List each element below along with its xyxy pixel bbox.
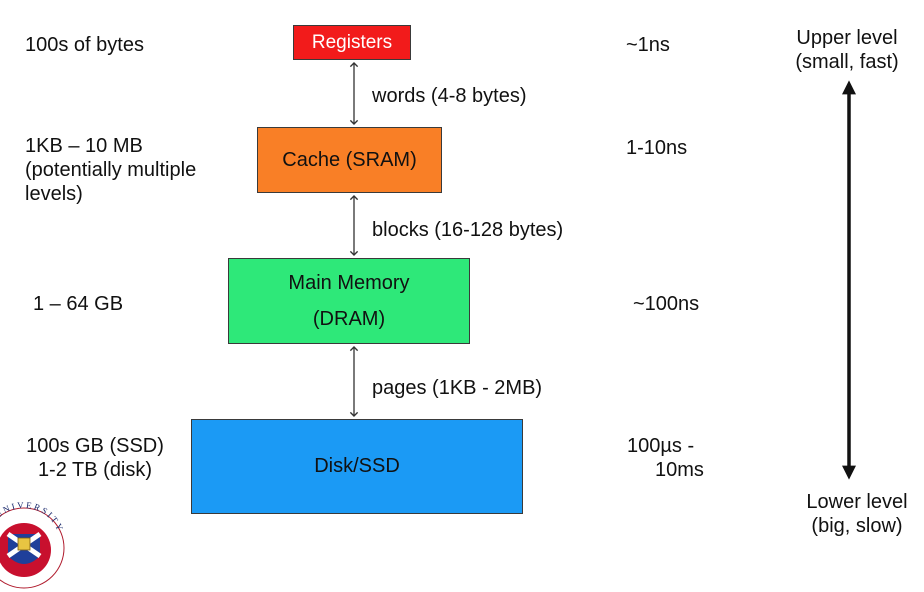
- size-cache-line3: levels): [25, 183, 83, 205]
- size-disk-line1: 100s GB (SSD): [26, 435, 164, 457]
- transfer-label-blocks: blocks (16-128 bytes): [372, 219, 564, 241]
- size-cache-line2: (potentially multiple: [25, 159, 197, 181]
- transfer-label-pages: pages (1KB - 2MB): [372, 377, 543, 399]
- registers-box: Registers: [293, 25, 411, 60]
- disk-label: Disk/SSD: [314, 455, 400, 477]
- cache-box: Cache (SRAM): [257, 127, 442, 193]
- main-memory-box: Main Memory (DRAM): [228, 258, 470, 344]
- scale-bottom-line1: Lower level: [806, 491, 908, 513]
- size-main-memory: 1 – 64 GB: [33, 293, 124, 315]
- cache-label: Cache (SRAM): [282, 148, 417, 171]
- latency-disk-line1: 100µs -: [627, 435, 695, 457]
- latency-registers: ~1ns: [626, 34, 670, 56]
- main-memory-label-line2: (DRAM): [312, 307, 386, 330]
- scale-bottom-line2: (big, slow): [811, 515, 903, 537]
- main-memory-label-line1: Main Memory: [288, 271, 410, 294]
- disk-box: Disk/SSD: [191, 419, 523, 514]
- registers-label: Registers: [311, 31, 393, 53]
- university-crest-logo: THE UNIVERSITY: [0, 500, 65, 589]
- size-cache-line1: 1KB – 10 MB: [25, 135, 143, 157]
- latency-cache: 1-10ns: [626, 137, 688, 159]
- latency-main-memory: ~100ns: [633, 293, 700, 315]
- latency-disk-line2: 10ms: [655, 459, 704, 481]
- scale-top-line2: (small, fast): [795, 51, 899, 73]
- arrows-layer: [349, 62, 856, 480]
- transfer-label-words: words (4-8 bytes): [372, 85, 527, 107]
- size-registers: 100s of bytes: [25, 34, 144, 56]
- size-disk-line2: 1-2 TB (disk): [37, 459, 153, 481]
- scale-top-line1: Upper level: [796, 27, 898, 49]
